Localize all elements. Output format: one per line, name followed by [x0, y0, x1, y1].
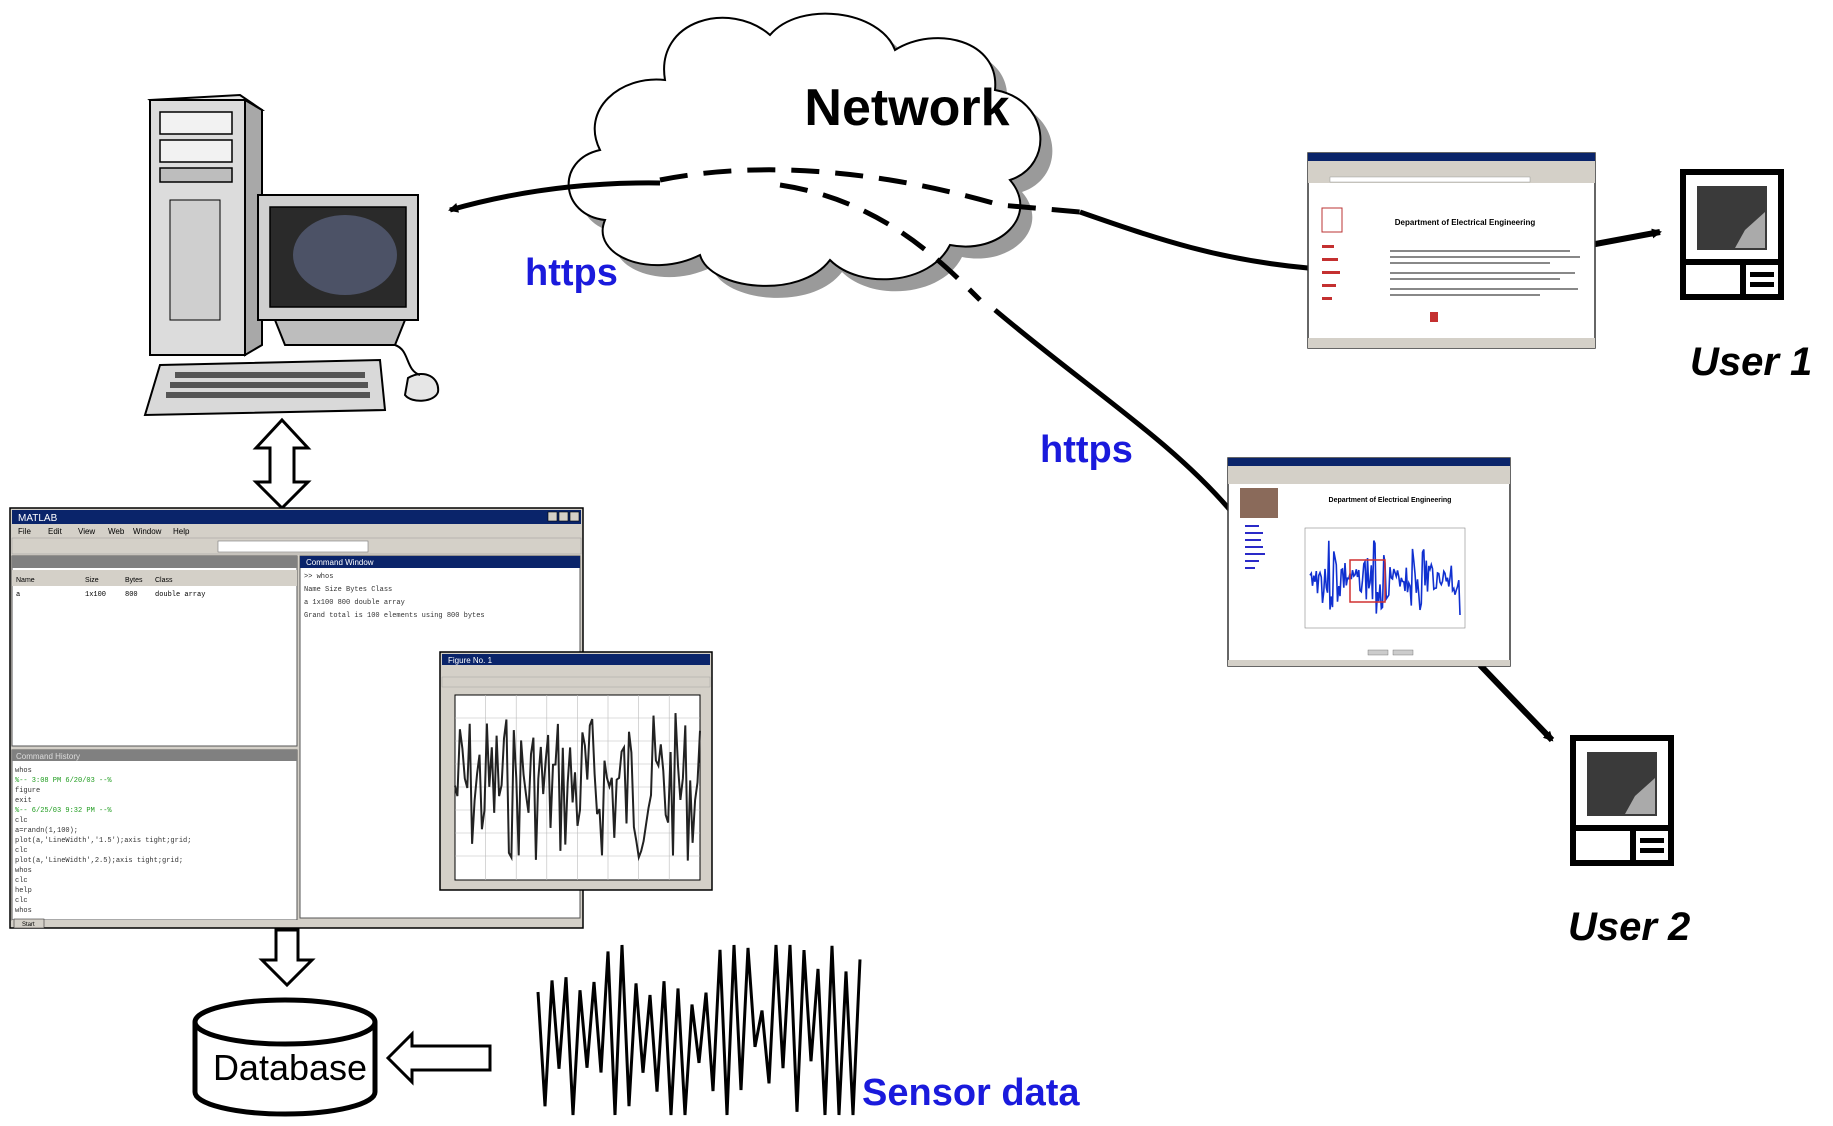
- history-line: whos: [15, 767, 32, 775]
- workspace-column-header: Bytes: [125, 577, 143, 584]
- user1-label: User 1: [1690, 340, 1812, 384]
- command-output-line: a 1x100 800 double array: [304, 599, 405, 607]
- workspace-cell: 1x100: [85, 591, 106, 599]
- workspace-column-header: Name: [16, 577, 35, 584]
- command-window-title: Command Window: [306, 558, 374, 567]
- arrow-matlab-to-database: [258, 928, 316, 988]
- user1-webpage-screenshot: Department of Electrical Engineering: [1307, 152, 1596, 349]
- history-line: plot(a,'LineWidth',2.5);axis tight;grid;: [15, 857, 183, 865]
- history-line: clc: [15, 897, 28, 905]
- matlab-title: MATLAB: [18, 513, 58, 524]
- history-line: %-- 6/25/03 9:32 PM --%: [15, 807, 112, 815]
- user1-page-title: Department of Electrical Engineering: [1395, 218, 1536, 227]
- user2-label: User 2: [1568, 905, 1690, 949]
- database-icon: [192, 997, 378, 1117]
- sensor-data-label: Sensor data: [862, 1072, 1080, 1114]
- history-line: clc: [15, 847, 28, 855]
- command-output-line: Name Size Bytes Class: [304, 586, 392, 594]
- network-label: Network: [804, 79, 1009, 137]
- user2-webpage-screenshot: Department of Electrical Engineering: [1227, 457, 1511, 667]
- arrow-page2-to-user2: [1477, 662, 1555, 743]
- link-to-user2-page: [993, 308, 1232, 512]
- history-line: a=randn(1,100);: [15, 827, 78, 835]
- workspace-columns: Name Size Bytes Class: [16, 577, 173, 584]
- database-label: Database: [213, 1047, 367, 1088]
- arrow-page1-to-user1: [1589, 228, 1662, 248]
- workspace-row: a 1x100 800 double array: [16, 591, 205, 599]
- user2-terminal-icon: [1570, 735, 1674, 866]
- dashed-link-main: [659, 167, 1081, 215]
- arrow-sensor-to-database: [385, 1030, 492, 1086]
- matlab-menu-item: File: [18, 527, 31, 536]
- matlab-menu-item: Window: [133, 527, 162, 536]
- command-output-line: >> whos: [304, 573, 333, 581]
- user2-page-title: Department of Electrical Engineering: [1329, 497, 1452, 504]
- figure-title: Figure No. 1: [448, 656, 493, 665]
- workspace-cell: 800: [125, 591, 138, 599]
- matlab-menu-item: View: [78, 527, 95, 536]
- figure-signal-line: [454, 713, 701, 862]
- link-to-user1-page: [1079, 209, 1309, 271]
- history-line: %-- 3:08 PM 6/20/03 --%: [15, 777, 112, 785]
- workspace-cell: a: [16, 591, 20, 599]
- matlab-figure-window: Figure No. 1: [439, 651, 713, 891]
- start-button[interactable]: Start: [22, 922, 35, 928]
- matlab-menu-item: Help: [173, 527, 190, 536]
- matlab-menubar: File Edit View Web Window Help: [18, 527, 190, 536]
- network-cloud: [567, 12, 1053, 298]
- command-output-line: Grand total is 100 elements using 800 by…: [304, 612, 485, 620]
- workspace-cell: double array: [155, 591, 205, 599]
- user1-terminal-icon: [1680, 169, 1784, 300]
- command-window-output: >> whos Name Size Bytes Class a 1x100 80…: [304, 573, 485, 620]
- https-label-left: https: [525, 252, 618, 294]
- history-title: Command History: [16, 752, 80, 761]
- workspace-column-header: Size: [85, 577, 99, 584]
- https-label-right: https: [1040, 429, 1133, 471]
- command-history-list: whos %-- 3:08 PM 6/20/03 --% figure exit %--…: [15, 767, 191, 915]
- history-line: clc: [15, 877, 28, 885]
- dashed-link-branch: [779, 182, 982, 302]
- double-arrow-server-matlab: [252, 417, 312, 511]
- link-to-server-arrow: [448, 180, 661, 213]
- history-line: plot(a,'LineWidth','1.5');axis tight;gri…: [15, 837, 191, 845]
- server-computer-icon: [143, 93, 440, 417]
- history-line: exit: [15, 797, 32, 805]
- history-line: clc: [15, 817, 28, 825]
- matlab-menu-item: Web: [108, 527, 125, 536]
- workspace-column-header: Class: [155, 577, 173, 584]
- history-line: figure: [15, 787, 40, 795]
- sensor-signal-waveform: [536, 944, 862, 1116]
- matlab-menu-item: Edit: [48, 527, 63, 536]
- history-line: whos: [15, 867, 32, 875]
- history-line: help: [15, 887, 32, 895]
- history-line: whos: [15, 907, 32, 915]
